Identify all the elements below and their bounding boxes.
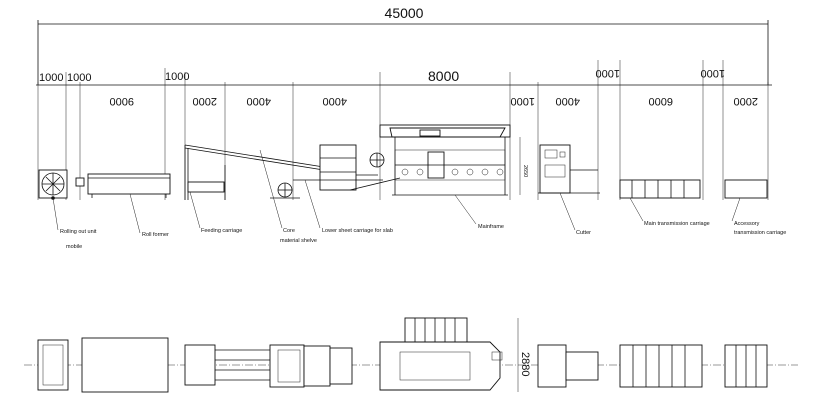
plan-main-transmission — [619, 344, 703, 388]
mainframe-label: Mainframe — [478, 224, 504, 230]
dim-6: 4000 — [247, 95, 271, 107]
plan-core-shelve — [269, 344, 331, 388]
main-transmission-label: Main transmission carriage — [644, 221, 710, 227]
height-side: 2650 — [522, 165, 528, 177]
plan-cutter — [537, 344, 599, 388]
plan-lower-sheet-carriage — [329, 347, 353, 385]
dim-14: 2000 — [734, 95, 758, 107]
plan-feeding-carriage — [184, 344, 275, 386]
core-label-2: material shelve — [280, 238, 317, 244]
overall-length: 45000 — [385, 5, 424, 21]
dim-10: 4000 — [556, 95, 580, 107]
main-transmission-carriage: Main transmission carriage — [619, 179, 710, 227]
dim-3: 9000 — [110, 95, 134, 107]
dim-4: 1000 — [165, 71, 189, 83]
height-plan: 2880 — [519, 352, 531, 376]
accessory-label: Accessory — [734, 221, 760, 227]
feeding-carriage-label: Feeding carriage — [201, 228, 242, 234]
accessory-transmission-carriage: Accessory transmission carriage — [724, 179, 786, 236]
mainframe: Mainframe 2650 — [369, 124, 528, 230]
cutter-label: Cutter — [576, 230, 591, 236]
dim-11: 1000 — [596, 67, 620, 79]
dim-7: 4000 — [323, 95, 347, 107]
plan-rolling-out-unit — [37, 339, 69, 391]
cutter: Cutter — [538, 144, 600, 236]
roll-former-label: Roll former — [142, 232, 169, 238]
coil-stand — [75, 177, 85, 187]
side-view: Rolling out unit mobile Roll former Feed… — [38, 124, 786, 250]
dim-12: 6000 — [649, 95, 673, 107]
rolling-out-unit: Rolling out unit mobile — [38, 169, 97, 250]
roll-former: Roll former — [87, 173, 171, 238]
dim-5: 2000 — [193, 95, 217, 107]
rolling-out-unit-label: Rolling out unit — [60, 229, 97, 235]
core-label: Core — [283, 228, 295, 234]
dim-9: 1000 — [511, 95, 535, 107]
accessory-label-2: transmission carriage — [734, 230, 786, 236]
plan-view: 2880 — [24, 317, 798, 393]
lower-sheet-carriage-label: Lower sheet carriage for slab — [322, 228, 393, 234]
dim-8: 8000 — [428, 68, 459, 84]
plan-mainframe: 2880 — [379, 317, 531, 392]
overall-dimension: 45000 — [37, 5, 769, 85]
rolling-out-unit-label-2: mobile — [66, 244, 82, 250]
plan-accessory-transmission — [724, 344, 768, 388]
lower-sheet-carriage: Lower sheet carriage for slab — [293, 144, 401, 234]
dim-13: 1000 — [701, 67, 725, 79]
dim-1: 1000 — [39, 72, 63, 84]
plan-roll-former — [81, 337, 169, 393]
core-shelve: Core material shelve — [259, 149, 317, 244]
feeding-carriage: Feeding carriage — [184, 144, 331, 234]
dim-2: 1000 — [67, 72, 91, 84]
